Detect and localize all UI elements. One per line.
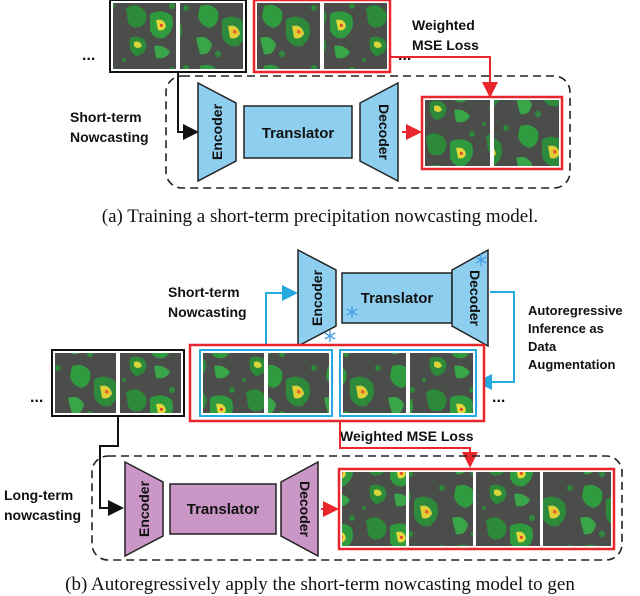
aug-line4: Augmentation <box>528 357 615 372</box>
long-term-group-box <box>91 455 623 561</box>
loss-label: Weighted MSE Loss <box>340 428 474 444</box>
group-label-line2: Nowcasting <box>70 129 149 145</box>
caption-b: (b) Autoregressively apply the short-ter… <box>65 574 575 595</box>
translator-block <box>243 105 353 159</box>
encoder-label: Encoder <box>209 103 225 160</box>
ellipsis-right: ... <box>398 47 411 64</box>
radar-frame <box>494 100 559 166</box>
group-label-line1: Short-term <box>70 109 142 125</box>
ellipsis-right: ... <box>492 389 505 406</box>
radar-frame <box>180 3 243 69</box>
short-term-input-arrow <box>265 285 298 350</box>
radar-frame <box>410 353 473 413</box>
loss-label-line1: Weighted <box>412 17 475 33</box>
caption-a: (a) Training a short-term precipitation … <box>101 206 539 227</box>
radar-frame <box>343 353 406 413</box>
long-decoder-block <box>280 460 319 558</box>
loss-arrow <box>390 56 498 98</box>
radar-frame <box>268 353 329 413</box>
translator-label: Translator <box>262 125 335 142</box>
aug-line2: Inference as <box>528 321 604 336</box>
encoder-block <box>197 81 237 183</box>
loss-arrow <box>339 421 478 468</box>
radar-frame <box>476 472 540 546</box>
aug-line1: Autoregressive <box>528 303 623 318</box>
long-encoder-label: Encoder <box>136 480 152 537</box>
short-label-line1: Short-term <box>168 284 240 300</box>
radar-frame <box>324 3 387 69</box>
frozen-decoder-label: Decoder <box>467 270 483 327</box>
frozen-translator-label: Translator <box>361 290 434 307</box>
autoregressive-arrow <box>476 291 515 390</box>
decoder-label: Decoder <box>376 104 392 161</box>
long-label-line1: Long-term <box>4 487 73 503</box>
frozen-translator-block <box>341 272 453 324</box>
decoder-block <box>359 81 399 183</box>
input-arrow <box>177 72 199 140</box>
radar-frame <box>113 3 176 69</box>
short-term-group-box <box>165 75 571 189</box>
frozen-encoder-block <box>297 248 337 348</box>
long-encoder-block <box>124 460 164 558</box>
radar-frame <box>409 472 473 546</box>
radar-frame <box>55 353 116 413</box>
short-label-line2: Nowcasting <box>168 304 247 320</box>
loss-label-line2: MSE Loss <box>412 37 479 53</box>
radar-frame <box>425 100 490 166</box>
radar-frame <box>342 472 406 546</box>
radar-frame <box>203 353 264 413</box>
ellipsis-left: ... <box>30 389 43 406</box>
long-decoder-label: Decoder <box>297 481 313 538</box>
long-term-input-arrow <box>99 416 124 516</box>
radar-frame <box>257 3 320 69</box>
frozen-encoder-label: Encoder <box>309 269 325 326</box>
long-label-line2: nowcasting <box>4 507 81 523</box>
long-translator-label: Translator <box>187 501 260 518</box>
aug-line3: Data <box>528 339 557 354</box>
radar-frame <box>120 353 181 413</box>
long-translator-block <box>169 483 277 535</box>
radar-frame <box>543 472 611 546</box>
ellipsis-left: ... <box>82 47 95 64</box>
